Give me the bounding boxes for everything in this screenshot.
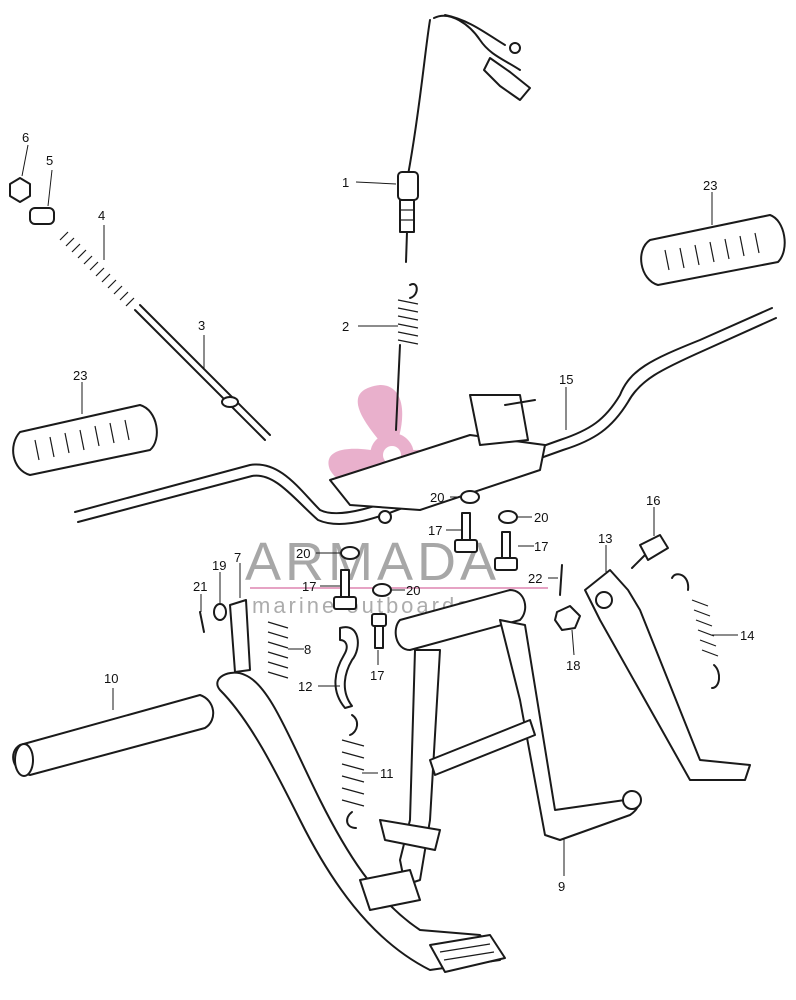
callout-20d: 20: [391, 583, 420, 598]
part-14-spring: [671, 573, 720, 689]
svg-text:20: 20: [406, 583, 420, 598]
svg-text:3: 3: [198, 318, 205, 333]
svg-text:20: 20: [430, 490, 444, 505]
part-5-collar: [29, 207, 55, 225]
svg-text:12: 12: [298, 679, 312, 694]
part-16-bolt: [631, 534, 669, 569]
callout-13: 13: [598, 531, 612, 572]
svg-text:16: 16: [646, 493, 660, 508]
callout-4: 4: [98, 208, 105, 260]
callout-17c: 17: [302, 579, 341, 594]
callout-11: 11: [362, 766, 394, 781]
part-13-side-stand: [584, 569, 751, 781]
part-7-brake-pedal: [216, 599, 506, 973]
svg-text:13: 13: [598, 531, 612, 546]
callout-15: 15: [559, 372, 573, 430]
callout-8: 8: [288, 642, 311, 657]
callout-23a: 23: [703, 178, 717, 225]
callout-12: 12: [298, 679, 340, 694]
callout-10: 10: [104, 671, 118, 710]
part-1-cable: [397, 14, 531, 263]
svg-text:23: 23: [73, 368, 87, 383]
svg-text:21: 21: [193, 579, 207, 594]
svg-text:8: 8: [304, 642, 311, 657]
callout-9: 9: [558, 838, 565, 894]
callout-14: 14: [712, 628, 754, 643]
callout-5: 5: [46, 153, 53, 207]
callout-3: 3: [198, 318, 205, 370]
svg-text:17: 17: [302, 579, 316, 594]
svg-text:5: 5: [46, 153, 53, 168]
svg-text:23: 23: [703, 178, 717, 193]
svg-text:20: 20: [534, 510, 548, 525]
svg-text:4: 4: [98, 208, 105, 223]
watermark: ARMADA marine outboards: [245, 385, 548, 618]
callout-7: 7: [234, 550, 241, 598]
callout-21: 21: [193, 579, 207, 612]
svg-text:20: 20: [296, 546, 310, 561]
svg-text:17: 17: [370, 668, 384, 683]
callout-22: 22: [528, 571, 558, 586]
svg-text:6: 6: [22, 130, 29, 145]
svg-text:10: 10: [104, 671, 118, 686]
svg-text:18: 18: [566, 658, 580, 673]
part-3-rod: [134, 304, 271, 441]
callout-17d: 17: [370, 650, 384, 683]
svg-text:17: 17: [534, 539, 548, 554]
svg-text:2: 2: [342, 319, 349, 334]
callout-6: 6: [21, 130, 29, 177]
part-2-spring: [395, 283, 419, 431]
callout-16: 16: [646, 493, 660, 536]
callout-20c: 20: [296, 546, 340, 561]
callout-23b: 23: [73, 368, 87, 414]
svg-text:9: 9: [558, 879, 565, 894]
part-15-handlebar: [74, 307, 777, 525]
svg-text:11: 11: [380, 766, 394, 781]
part-11-spring: [341, 714, 365, 829]
part-12-hook: [334, 626, 359, 709]
part-23-grip-left: [12, 404, 158, 476]
svg-text:19: 19: [212, 558, 226, 573]
part-23-grip-right: [640, 214, 786, 286]
svg-text:15: 15: [559, 372, 573, 387]
part-10-pedal-rubber: [12, 694, 215, 777]
part-9-main-stand: [359, 589, 642, 911]
svg-text:17: 17: [428, 523, 442, 538]
callout-20b: 20: [517, 510, 548, 525]
svg-text:1: 1: [342, 175, 349, 190]
callouts: 1 2 3 4 5 6 7 8 9 10 11 12 13 14 15 16 1…: [21, 130, 754, 894]
callout-20a: 20: [430, 490, 461, 505]
callout-1: 1: [342, 175, 397, 190]
svg-text:14: 14: [740, 628, 754, 643]
callout-17a: 17: [428, 523, 462, 538]
callout-17b: 17: [518, 539, 548, 554]
svg-text:7: 7: [234, 550, 241, 565]
part-8-spring: [267, 621, 289, 679]
callout-19: 19: [212, 558, 226, 604]
svg-text:22: 22: [528, 571, 542, 586]
callout-18: 18: [566, 629, 580, 673]
callout-2: 2: [342, 319, 398, 334]
washers-bolts: [199, 490, 581, 649]
part-4-spring: [59, 231, 135, 307]
part-6-nut: [9, 177, 31, 203]
